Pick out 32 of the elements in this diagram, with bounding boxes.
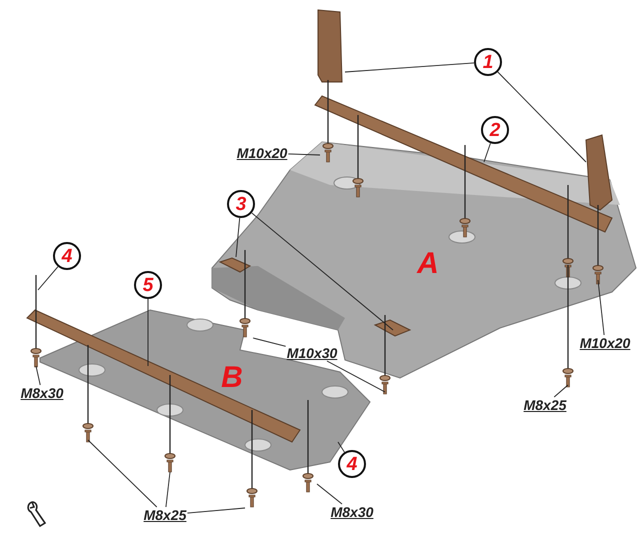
callout-number: 1 <box>474 48 502 76</box>
callout-number: 3 <box>227 190 255 218</box>
fastener-size-label: M10x30 <box>286 345 338 361</box>
leader-line <box>251 212 394 330</box>
callout-number: 2 <box>481 116 509 144</box>
leader-line <box>484 142 491 162</box>
leader-line <box>344 62 474 72</box>
leader-line <box>252 338 286 347</box>
leader-line <box>316 484 342 504</box>
leader-line <box>554 384 568 398</box>
leader-line <box>326 360 386 392</box>
fastener-size-label: M8x25 <box>522 397 568 413</box>
callout-number: 4 <box>53 242 81 270</box>
leader-line <box>497 72 586 162</box>
fastener-size-label: M8x30 <box>330 504 374 520</box>
fastener-size-label: M8x25 <box>142 507 188 523</box>
plate-letter: B <box>221 363 243 393</box>
fastener-size-label: M8x30 <box>20 385 64 401</box>
leader-line <box>186 508 246 514</box>
leader-line <box>236 218 240 258</box>
leader-line <box>598 280 605 336</box>
leader-line <box>36 366 41 386</box>
leader-line <box>338 442 345 453</box>
fastener-size-label: M10x20 <box>236 145 288 161</box>
callout-number: 5 <box>134 271 162 299</box>
plate-letter: A <box>417 249 439 279</box>
callout-number: 4 <box>338 450 366 478</box>
leader-line <box>165 472 170 508</box>
leader-line <box>88 440 158 508</box>
leader-line <box>288 153 320 156</box>
fastener-size-label: M10x20 <box>578 335 632 351</box>
leader-line <box>38 266 58 290</box>
